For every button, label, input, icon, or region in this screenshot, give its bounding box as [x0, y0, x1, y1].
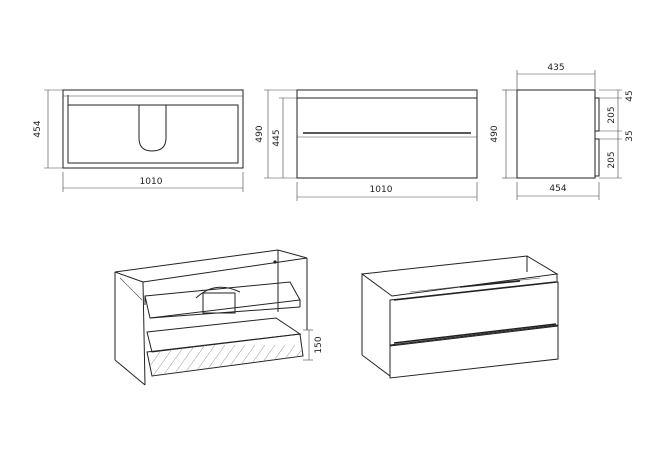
front-view-height-label: 490 — [255, 125, 265, 142]
top-view-inner — [67, 104, 239, 164]
side-view-top-gap-label: 45 — [625, 90, 635, 101]
iso-closed-top — [360, 255, 559, 297]
side-view-upper-drawer-label: 205 — [607, 106, 617, 123]
side-view: 435 490 454 205 205 45 35 — [490, 63, 635, 200]
side-view-bottom-depth-label: 454 — [549, 184, 566, 194]
front-view-width-label: 1010 — [370, 185, 393, 195]
top-view: 454 1010 — [33, 89, 244, 192]
front-view: 490 445 1010 — [255, 89, 478, 201]
iso-open-view: 150 — [114, 249, 324, 386]
top-view-depth-label: 454 — [33, 120, 43, 137]
front-view-outline — [296, 89, 478, 179]
iso-closed-lower-drawer — [389, 325, 559, 379]
side-view-height-label: 490 — [490, 125, 500, 142]
top-view-outline — [62, 89, 244, 169]
iso-open-drawer-height-label: 150 — [314, 336, 324, 353]
sink-cutout — [138, 105, 167, 152]
side-view-mid-gap-label: 35 — [625, 130, 635, 141]
front-view-front-height-label: 445 — [272, 129, 282, 146]
side-view-top-depth-label: 435 — [547, 63, 564, 73]
top-view-width-label: 1010 — [140, 177, 163, 187]
iso-closed-view — [360, 255, 559, 379]
side-view-lower-drawer-label: 205 — [607, 151, 617, 168]
side-view-outline — [516, 89, 596, 179]
